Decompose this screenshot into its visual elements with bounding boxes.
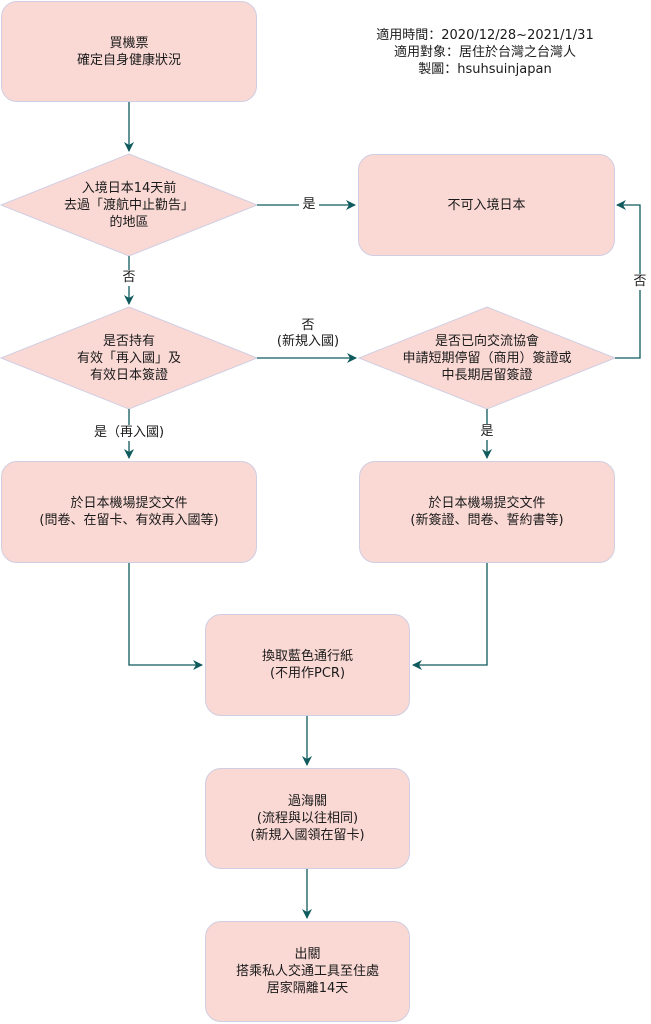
- node-exit: 出關 搭乘私人交通工具至住處 居家隔離14天: [205, 921, 410, 1022]
- node-no-entry-text: 不可入境日本: [447, 197, 526, 213]
- info-target: 適用對象：居住於台灣之台灣人: [393, 45, 576, 60]
- edge-label-reentry-yes: 是（再入國): [79, 425, 179, 441]
- edge-docs-reentry-to-pass: [128, 563, 203, 670]
- edge-label-travel-no: 否: [119, 270, 139, 286]
- decision-travel-history: 入境日本14天前 去過「渡航中止勸告」 的地區: [1, 154, 257, 256]
- info-author: 製圖：hsuhsuinjapan: [418, 62, 552, 77]
- edge-label-travel-yes: 是: [299, 197, 319, 213]
- edge-label-reentry-no: 否 (新規入國): [276, 318, 340, 349]
- node-no-entry: 不可入境日本: [358, 154, 615, 256]
- node-buy-ticket: 買機票 確定自身健康狀況: [1, 1, 257, 102]
- edge-docs-new-to-pass: [412, 563, 488, 670]
- edge-label-visa-no: 否: [631, 274, 649, 290]
- node-submit-docs-reentry: 於日本機場提交文件 (問卷、在留卡、有效再入國等): [1, 461, 257, 563]
- node-buy-ticket-text: 買機票 確定自身健康狀況: [76, 35, 181, 68]
- node-submit-docs-new-text: 於日本機場提交文件 (新簽證、問卷、誓約書等): [410, 496, 564, 528]
- node-customs: 過海關 (流程與以往相同) (新規入國領在留卡): [205, 768, 410, 869]
- info-period: 適用時間：2020/12/28~2021/1/31: [376, 28, 594, 43]
- node-customs-text: 過海關 (流程與以往相同) (新規入國領在留卡): [250, 794, 365, 843]
- info-block: 適用時間：2020/12/28~2021/1/31 適用對象：居住於台灣之台灣人…: [360, 27, 610, 78]
- decision-reentry-text: 是否持有 有效「再入國」及 有效日本簽證: [76, 333, 181, 383]
- node-blue-pass-text: 換取藍色通行紙 (不用作PCR): [261, 649, 353, 681]
- node-submit-docs-reentry-text: 於日本機場提交文件 (問卷、在留卡、有效再入國等): [39, 496, 219, 528]
- decision-visa-applied: 是否已向交流協會 申請短期停留（商用）簽證或 中長期居留簽證: [359, 307, 615, 409]
- node-exit-text: 出關 搭乘私人交通工具至住處 居家隔離14天: [235, 947, 379, 996]
- node-blue-pass: 換取藍色通行紙 (不用作PCR): [205, 614, 410, 716]
- edge-label-visa-yes: 是: [477, 424, 497, 440]
- decision-visa-applied-text: 是否已向交流協會 申請短期停留（商用）簽證或 中長期居留簽證: [402, 333, 572, 383]
- decision-travel-history-text: 入境日本14天前 去過「渡航中止勸告」 的地區: [63, 180, 194, 230]
- decision-reentry: 是否持有 有效「再入國」及 有效日本簽證: [1, 307, 257, 409]
- node-submit-docs-new: 於日本機場提交文件 (新簽證、問卷、誓約書等): [359, 461, 615, 563]
